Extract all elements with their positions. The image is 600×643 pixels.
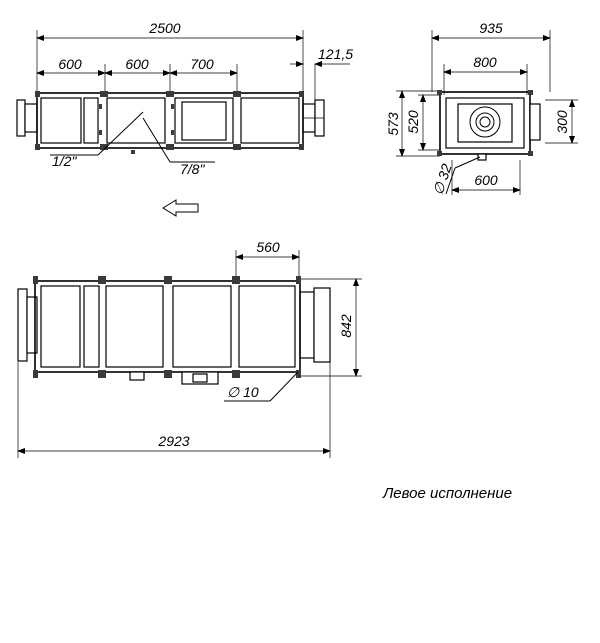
dim-section-label: 560 — [256, 239, 280, 255]
dim-total-label: 2500 — [148, 20, 180, 36]
side-view: 560 842 ∅ 10 — [17, 239, 362, 458]
dim-height-label: 842 — [338, 314, 354, 338]
dim-section-2-label: 600 — [125, 56, 149, 72]
dim-section-3-label: 700 — [190, 56, 214, 72]
top-view: 2500 600 600 700 121,5 — [16, 20, 353, 217]
pipe-2-label: 7/8" — [180, 161, 205, 177]
dim-height-outer-label: 573 — [385, 112, 401, 136]
end-view: 935 800 573 520 300 ∅ 32 — [385, 20, 578, 197]
dim-offset-label: 121,5 — [318, 46, 353, 62]
drawing-caption: Левое исполнение — [382, 485, 512, 502]
dim-width-inner-label: 800 — [473, 54, 497, 70]
dim-section-1-label: 600 — [58, 56, 82, 72]
pipe-1-label: 1/2" — [52, 153, 77, 169]
airflow-arrow-icon — [162, 199, 199, 217]
dim-height-inner-label: 520 — [405, 110, 421, 134]
dim-drain-side-label: ∅ 10 — [227, 384, 259, 400]
dim-width-outer-label: 935 — [479, 20, 503, 36]
dim-total-side-label: 2923 — [157, 433, 189, 449]
dim-bottom-label: 600 — [474, 172, 498, 188]
dim-duct-label: 300 — [554, 110, 570, 134]
